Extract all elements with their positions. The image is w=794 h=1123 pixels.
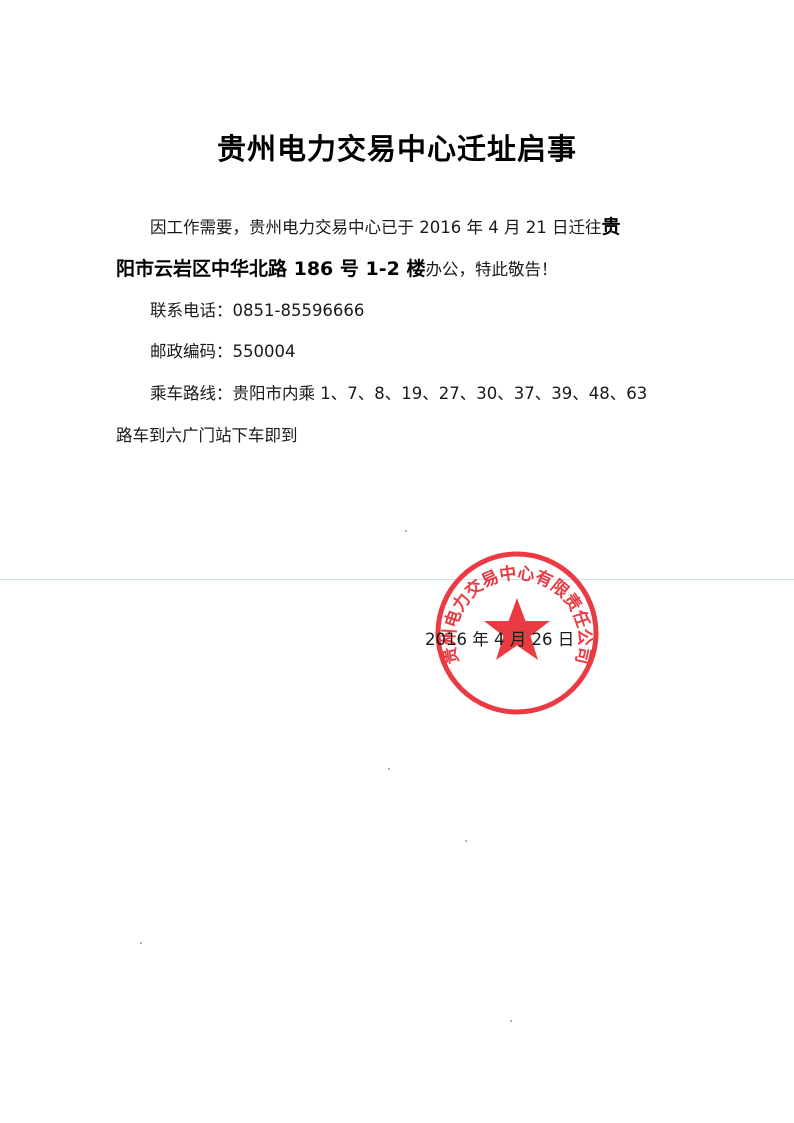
contact-phone: 联系电话：0851-85596666: [150, 301, 365, 320]
postcode: 邮政编码：550004: [150, 342, 296, 361]
page-title: 贵州电力交易中心迁址启事: [216, 132, 577, 166]
body-address-bold: 阳市云岩区中华北路 186 号 1-2 楼: [116, 258, 426, 280]
body-paragraph-line-2: 阳市云岩区中华北路 186 号 1-2 楼办公，特此敬告！: [116, 254, 557, 281]
scan-speck: [140, 942, 142, 944]
bus-route-line-2: 路车到六广门站下车即到: [116, 426, 298, 445]
bus-route-line-1: 乘车路线：贵阳市内乘 1、7、8、19、27、30、37、39、48、63: [150, 384, 648, 403]
body-text-suffix: 办公，特此敬告！: [425, 260, 558, 279]
body-paragraph-line-1: 因工作需要，贵州电力交易中心已于 2016 年 4 月 21 日迁往贵: [150, 212, 620, 239]
scan-speck: [510, 1020, 512, 1022]
seal-graphic: 贵州电力交易中心有限责任公司: [435, 551, 599, 715]
scan-artifact-line: [0, 579, 794, 580]
scan-speck: [388, 768, 390, 770]
notice-date: 2016 年 4 月 26 日: [425, 630, 575, 649]
scan-speck: [465, 840, 467, 842]
body-address-bold-start: 贵: [601, 216, 621, 238]
official-seal: 贵州电力交易中心有限责任公司: [432, 548, 602, 718]
body-text: 因工作需要，贵州电力交易中心已于 2016 年 4 月 21 日迁往: [150, 218, 602, 237]
scan-speck: [405, 530, 407, 532]
